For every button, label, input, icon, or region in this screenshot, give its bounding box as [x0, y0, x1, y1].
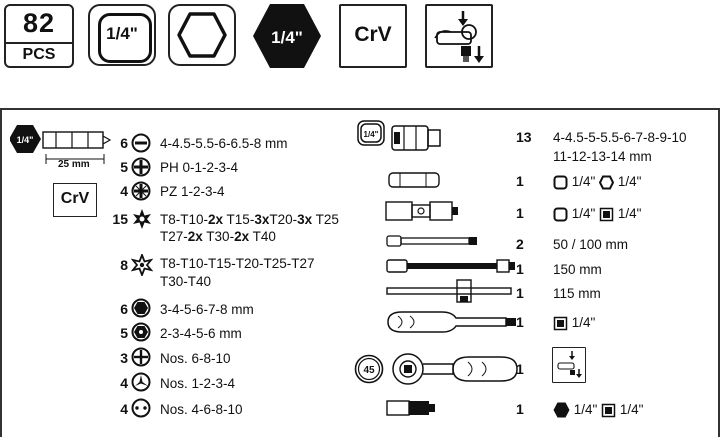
drive-spec: 1/4"	[553, 314, 595, 331]
quick-release-small-badge	[552, 347, 586, 383]
bit-qty: 5	[120, 159, 128, 175]
tool-qty: 1	[516, 261, 524, 277]
bit-qty: 4	[120, 183, 128, 199]
socket-sizes-line1: 4-4.5-5-5.5-6-7-8-9-10	[553, 130, 687, 145]
bit-sizes-line2: T30-T40	[160, 274, 212, 289]
dimension-arrow-icon	[45, 154, 105, 164]
pozidriv-icon	[131, 181, 151, 201]
hex-drive-badge: 1/4"	[253, 4, 321, 68]
square-male-icon	[599, 207, 614, 222]
universal-joint-icon	[385, 201, 458, 221]
square-drive-icon	[553, 175, 568, 190]
bit-driver-handle-icon	[387, 311, 516, 333]
tool-qty: 2	[516, 236, 524, 252]
material-badge: CrV	[339, 4, 407, 68]
hex-tamper-icon	[131, 322, 151, 342]
bit-sizes-line1: T8-T10-T15-T20-T25-T27	[160, 256, 315, 271]
bit-sizes: PH 0-1-2-3-4	[160, 160, 239, 175]
piece-count-unit: PCS	[6, 42, 72, 66]
hex-outline-icon	[599, 175, 615, 190]
drive-size-label: 1/4"	[106, 24, 138, 43]
bit-sizes: Nos. 6-8-10	[160, 351, 231, 366]
ratchet-teeth-badge: 45	[354, 354, 384, 384]
drive-spec: 1/4" 1/4"	[553, 173, 641, 190]
bit-adapter-icon	[386, 400, 435, 416]
piece-count: 82	[22, 8, 56, 38]
bit-qty: 8	[120, 257, 128, 273]
svg-text:1/4": 1/4"	[364, 130, 379, 139]
socket-icon	[391, 125, 441, 151]
hex-socket-badge	[168, 4, 236, 66]
drive-size-small-icon: 1/4"	[357, 120, 385, 146]
torx-icon	[133, 209, 151, 229]
tool-qty: 1	[516, 285, 524, 301]
drive-spec: 1/4" 1/4"	[553, 205, 641, 222]
extension-length: 50 / 100 mm	[553, 237, 629, 252]
bit-sizes: 2-3-4-5-6 mm	[160, 326, 242, 341]
torx-tamper-icon	[131, 254, 153, 276]
spanner-icon	[131, 398, 151, 418]
bit-sizes: Nos. 1-2-3-4	[160, 376, 236, 391]
tool-qty: 1	[516, 361, 524, 377]
phillips-icon	[131, 157, 151, 177]
quick-release-icon	[434, 11, 484, 63]
extension-length: 150 mm	[553, 262, 602, 277]
piece-count-badge: 82 PCS	[4, 4, 74, 68]
svg-text:1/4": 1/4"	[17, 135, 34, 145]
bit-material-badge: CrV	[53, 183, 97, 217]
tool-qty: 13	[516, 129, 532, 145]
svg-text:45: 45	[363, 365, 375, 376]
bit-icon	[42, 131, 112, 149]
bit-qty: 5	[120, 325, 128, 341]
bit-qty: 6	[120, 301, 128, 317]
contents-panel	[0, 108, 720, 437]
bit-qty: 4	[120, 375, 128, 391]
bit-qty: 15	[112, 211, 128, 227]
bit-sizes-line2: T27-2x T30-2x T40	[160, 229, 276, 244]
flexible-extension-icon	[386, 259, 515, 273]
tri-wing-icon	[131, 347, 151, 367]
tool-qty: 1	[516, 205, 524, 221]
quick-release-icon	[557, 351, 582, 378]
hex-filled-icon	[553, 402, 570, 418]
torq-set-icon	[131, 372, 151, 392]
square-male-icon	[601, 403, 616, 418]
tool-qty: 1	[516, 173, 524, 189]
drive-size-badge: 1/4"	[88, 4, 156, 66]
hex-drive-small-icon: 1/4"	[10, 125, 41, 153]
t-handle-icon	[386, 279, 512, 303]
bit-qty: 4	[120, 401, 128, 417]
bit-sizes: 3-4-5-6-7-8 mm	[160, 302, 254, 317]
slotted-icon	[131, 133, 151, 153]
tool-qty: 1	[516, 314, 524, 330]
ratchet-icon	[392, 353, 518, 385]
square-male-icon	[553, 316, 568, 331]
bit-sizes: PZ 1-2-3-4	[160, 184, 225, 199]
tool-qty: 1	[516, 401, 524, 417]
extension-bar-icon	[386, 235, 477, 247]
socket-sizes-line2: 11-12-13-14 mm	[553, 149, 652, 164]
bit-sizes-line1: T8-T10-2x T15-3xT20-3x T25	[160, 212, 339, 227]
bit-sizes: 4-4.5-5.5-6-6.5-8 mm	[160, 136, 288, 151]
bit-qty: 3	[120, 350, 128, 366]
hex-icon	[131, 298, 151, 318]
hex-drive-label: 1/4"	[271, 28, 303, 47]
quick-release-badge	[425, 4, 493, 68]
bit-sizes: Nos. 4-6-8-10	[160, 402, 243, 417]
hexagon-outline-icon	[177, 12, 227, 58]
deep-socket-icon	[388, 172, 440, 188]
handle-length: 115 mm	[553, 286, 601, 301]
square-drive-icon	[553, 207, 568, 222]
bit-qty: 6	[120, 135, 128, 151]
bit-length-label: 25 mm	[58, 159, 90, 170]
drive-spec: 1/4" 1/4"	[553, 401, 643, 418]
